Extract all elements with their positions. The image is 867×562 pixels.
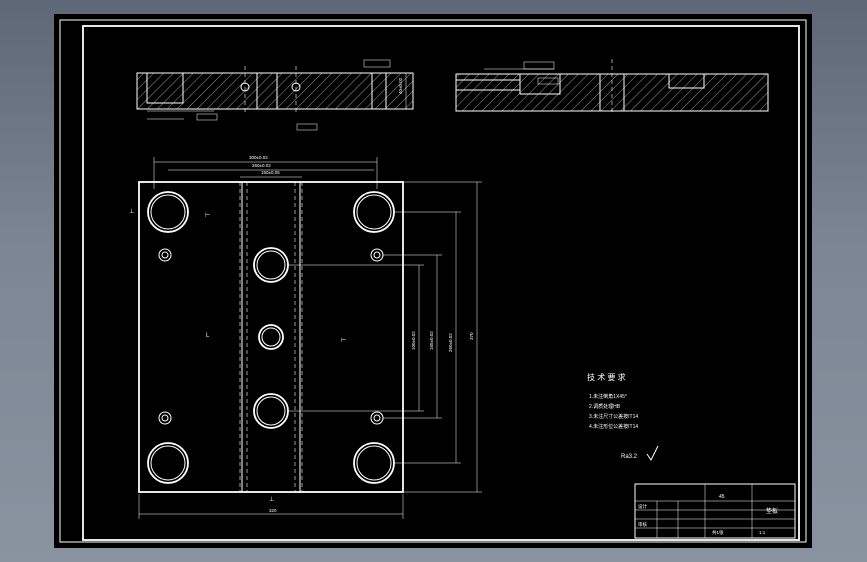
dim-side-thickness: 40±0.02: [398, 77, 403, 94]
title-sheet: 共1张: [712, 529, 724, 536]
svg-text:⊥: ⊥: [129, 208, 134, 215]
drawing-canvas: 40±0.02: [59, 19, 807, 543]
title-material: 45: [719, 494, 725, 500]
dim-top-1: 300±0.02: [249, 155, 268, 160]
dim-overall-height: 370: [469, 332, 474, 340]
tech-req-item-4: 4.未注形位公差按IT14: [589, 423, 638, 430]
title-block: 垫板 45 1:1 设计 审核 共1张: [634, 483, 796, 539]
inner-frame: [82, 25, 800, 541]
title-designed: 设计: [638, 503, 647, 510]
tech-req-item-3: 3.未注尺寸公差按IT14: [589, 413, 638, 420]
svg-text:L: L: [206, 333, 210, 339]
title-part-name: 垫板: [766, 507, 778, 515]
outer-border: [59, 19, 807, 543]
tech-requirements: 技 术 要 求 1.未注倒角1X45° 2.调质处理HB 3.未注尺寸公差按IT…: [587, 372, 659, 461]
side-section-view-right: [455, 59, 769, 114]
roughness-note: Ra3.2: [621, 454, 638, 460]
svg-text:⊥: ⊥: [269, 496, 274, 503]
plate-outline: [138, 181, 404, 493]
dim-top-2: 260±0.02: [252, 163, 271, 168]
dimensions: 300±0.02 260±0.02 150±0.05 320 370 260±0…: [138, 155, 482, 519]
plan-view: ⊥ ⊢ L ⊢ ⊥: [129, 181, 404, 503]
title-checked: 审核: [638, 521, 647, 528]
dim-vertical-2: 165±0.02: [429, 331, 434, 350]
dim-overall-width: 320: [269, 508, 277, 513]
svg-text:⊢: ⊢: [341, 337, 346, 344]
roughness-check-icon: [646, 445, 659, 461]
side-section-view-left: 40±0.02: [136, 59, 414, 131]
cad-viewport[interactable]: 40±0.02: [54, 14, 812, 548]
tech-req-item-1: 1.未注倒角1X45°: [589, 393, 627, 400]
tech-req-title: 技 术 要 求: [587, 372, 626, 382]
dim-vertical-3: 260±0.02: [448, 333, 453, 352]
dim-vertical-1: 100±0.02: [411, 331, 416, 350]
svg-text:⊢: ⊢: [205, 212, 210, 219]
tech-req-item-2: 2.调质处理HB: [589, 403, 621, 410]
dim-top-3: 150±0.05: [261, 170, 280, 175]
title-scale: 1:1: [759, 530, 766, 535]
